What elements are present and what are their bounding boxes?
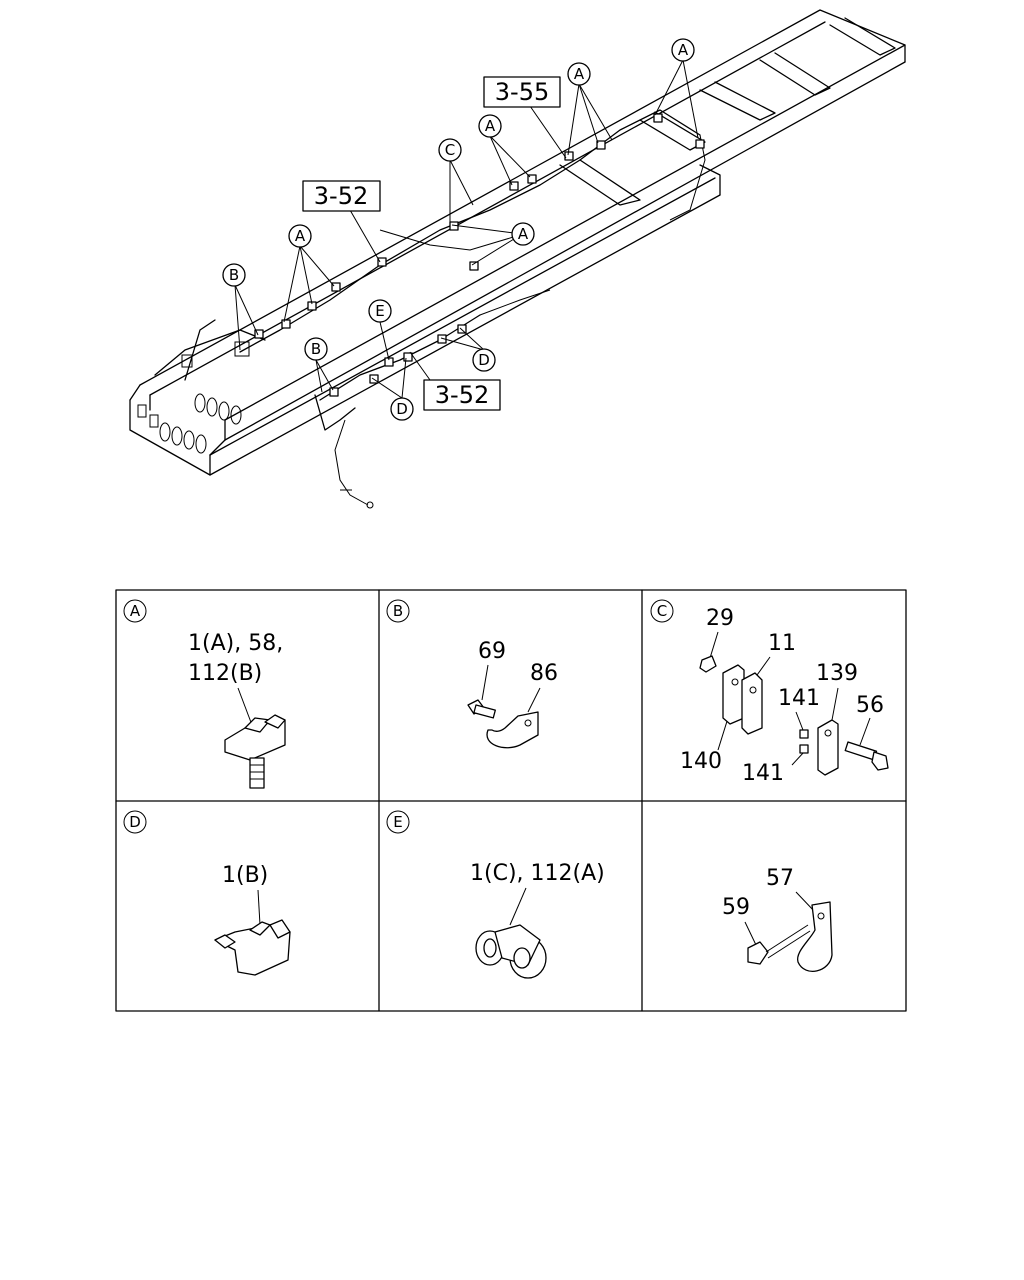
- ref-box-3-52-upper[interactable]: 3-52: [302, 180, 381, 212]
- svg-text:3-52: 3-52: [314, 182, 368, 210]
- callout-d-2[interactable]: D: [472, 348, 496, 372]
- panel-a-label-1: 1(A), 58,: [188, 631, 283, 656]
- panel-c: C 29 11 139 141 56 140 141: [650, 599, 889, 786]
- panel-e-label: 1(C), 112(A): [470, 861, 605, 886]
- svg-text:C: C: [657, 602, 667, 620]
- chassis-frame-drawing: [129, 9, 906, 509]
- nut-drawing: [699, 655, 717, 673]
- svg-text:A: A: [130, 602, 141, 620]
- svg-text:B: B: [229, 266, 239, 284]
- grommets-drawing: [799, 729, 809, 754]
- panel-c-label-29: 29: [706, 606, 734, 631]
- svg-text:C: C: [445, 141, 455, 159]
- panel-f-label-59: 59: [722, 895, 750, 920]
- svg-text:3-55: 3-55: [495, 78, 549, 106]
- panel-d: D 1(B): [123, 810, 291, 976]
- svg-text:D: D: [129, 813, 141, 831]
- panel-b-label-69: 69: [478, 639, 506, 664]
- svg-text:B: B: [311, 340, 321, 358]
- callout-a-1[interactable]: A: [671, 38, 695, 62]
- panel-c-label-141-upper: 141: [778, 686, 820, 711]
- panel-a: A 1(A), 58, 112(B): [123, 599, 286, 789]
- panel-b-letter: B: [386, 599, 410, 623]
- panel-e: E 1(C), 112(A): [386, 810, 605, 979]
- callout-leaders: [234, 59, 699, 399]
- svg-text:A: A: [485, 117, 496, 135]
- clamp-57-drawing: [797, 901, 833, 972]
- callout-a-5[interactable]: A: [511, 222, 535, 246]
- svg-text:B: B: [393, 602, 403, 620]
- clip-part-drawing: [224, 714, 286, 789]
- callout-e-1[interactable]: E: [368, 299, 392, 323]
- svg-text:E: E: [375, 302, 384, 320]
- clamp-halves-drawing: [722, 664, 763, 735]
- panel-f-label-57: 57: [766, 866, 794, 891]
- detail-grid: [115, 589, 907, 1012]
- panel-d-label: 1(B): [222, 863, 268, 888]
- panel-a-label-2: 112(B): [188, 661, 262, 686]
- panel-b-label-86: 86: [530, 661, 558, 686]
- svg-text:D: D: [478, 351, 490, 369]
- panel-c-label-56: 56: [856, 693, 884, 718]
- clip-d-drawing: [214, 919, 291, 976]
- ref-box-3-55[interactable]: 3-55: [483, 76, 561, 108]
- bolt-drawing: [467, 699, 496, 719]
- panel-f: 57 59: [722, 866, 833, 972]
- callout-b-2[interactable]: B: [304, 337, 328, 361]
- callout-d-1[interactable]: D: [390, 397, 414, 421]
- callout-b-1[interactable]: B: [222, 263, 246, 287]
- panel-c-label-141-lower: 141: [742, 761, 784, 786]
- clip-e-drawing: [475, 924, 547, 979]
- callout-a-3[interactable]: A: [478, 114, 502, 138]
- bracket-139-drawing: [817, 719, 839, 776]
- svg-text:3-52: 3-52: [435, 381, 489, 409]
- svg-text:A: A: [678, 41, 689, 59]
- panel-e-letter: E: [386, 810, 410, 834]
- svg-text:A: A: [518, 225, 529, 243]
- panel-c-label-11: 11: [768, 631, 796, 656]
- callout-a-2[interactable]: A: [567, 62, 591, 86]
- bolt-56-drawing: [844, 741, 889, 771]
- ref-box-3-52-lower[interactable]: 3-52: [423, 379, 501, 411]
- svg-text:A: A: [295, 227, 306, 245]
- callout-a-4[interactable]: A: [288, 224, 312, 248]
- bolt-59-drawing: [747, 924, 811, 965]
- clamp-drawing: [486, 711, 539, 749]
- panel-c-letter: C: [650, 599, 674, 623]
- panel-a-letter: A: [123, 599, 147, 623]
- panel-c-label-139: 139: [816, 661, 858, 686]
- panel-b: B 69 86: [386, 599, 558, 749]
- svg-text:D: D: [396, 400, 408, 418]
- panel-d-letter: D: [123, 810, 147, 834]
- callout-c-1[interactable]: C: [438, 138, 462, 162]
- svg-text:A: A: [574, 65, 585, 83]
- svg-text:E: E: [393, 813, 402, 831]
- panel-c-label-140: 140: [680, 749, 722, 774]
